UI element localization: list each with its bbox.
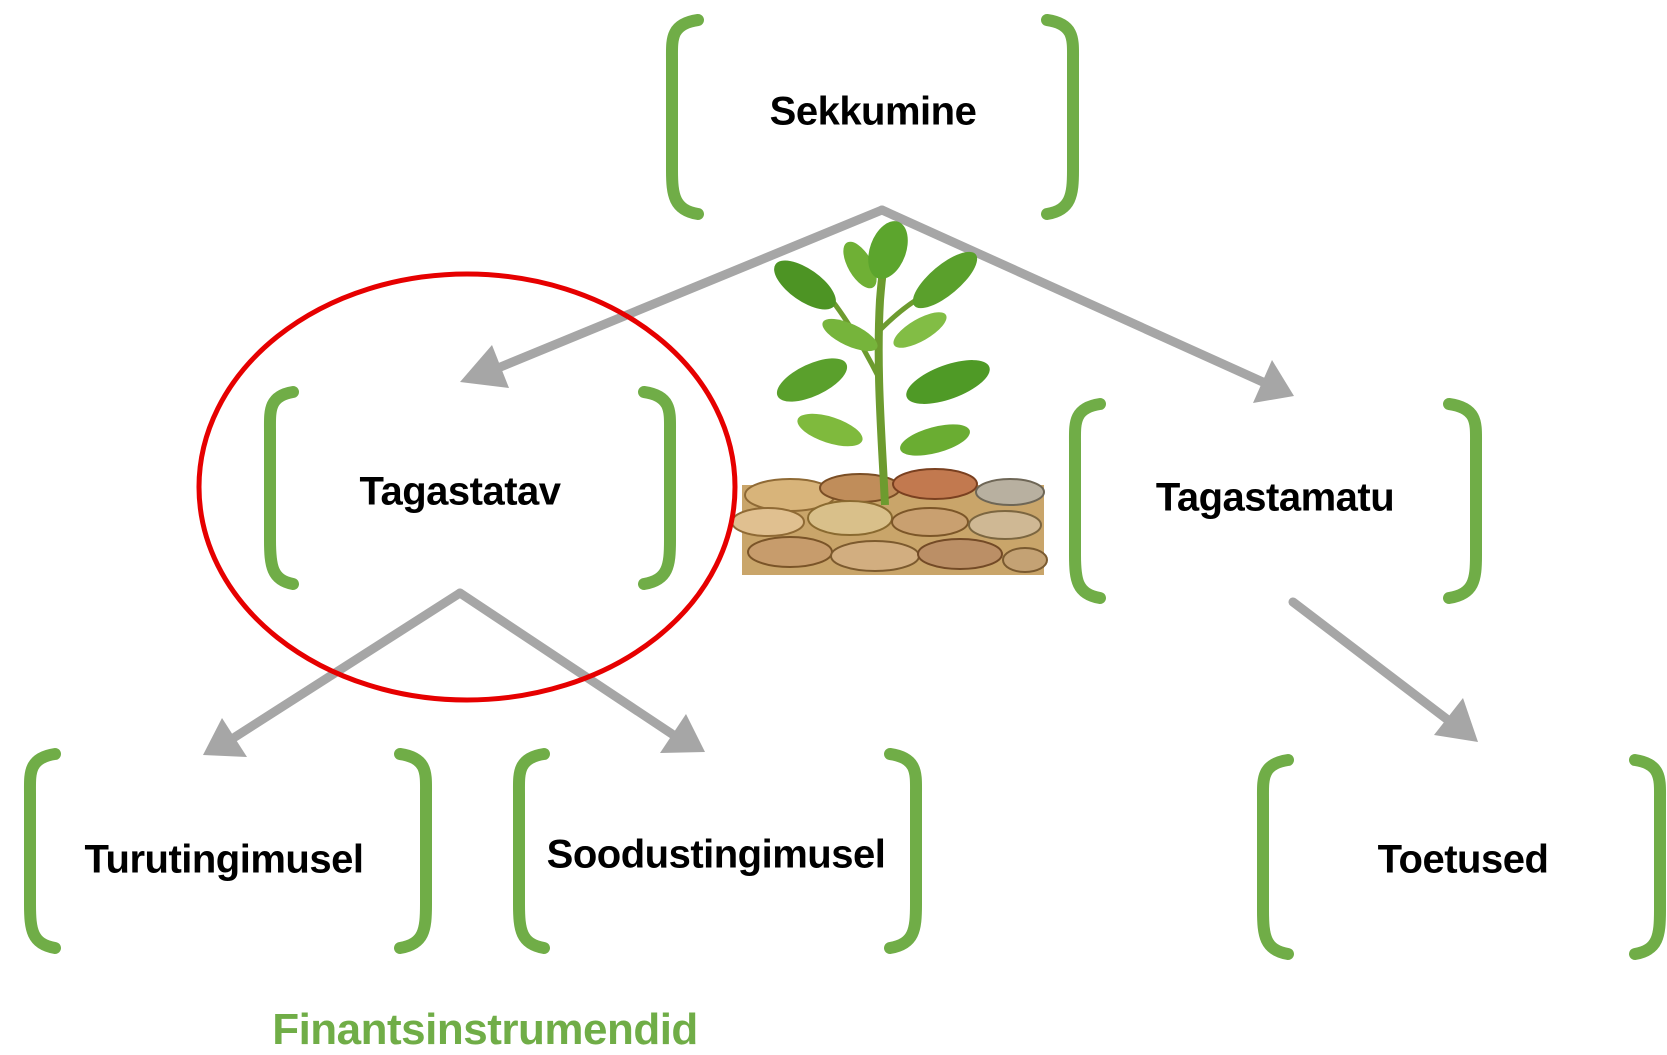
- bracket-child3-left: [1256, 754, 1294, 960]
- bracket-child1-left: [23, 748, 61, 954]
- plant-coins-image: [731, 221, 1048, 575]
- arrowhead-right-to-child: [1434, 698, 1478, 742]
- bracket-child2-left: [512, 748, 550, 954]
- bracket-right-left: [1068, 398, 1106, 604]
- arrows: [203, 205, 1478, 757]
- node-left-child-2-label: Soodustingimusel: [546, 832, 886, 877]
- node-right-child-label: Toetused: [1377, 837, 1549, 882]
- arrowhead-left-to-child1: [203, 718, 247, 757]
- bracket-child3-right: [1629, 754, 1667, 960]
- arrowhead-root-to-left: [460, 345, 509, 388]
- coins: [731, 468, 1048, 575]
- node-left-child-1-label: Turutingimusel: [84, 837, 364, 882]
- arrow-left-to-child2: [455, 588, 677, 739]
- bracket-right-right: [1443, 398, 1483, 604]
- arrow-root-to-left: [493, 205, 887, 373]
- arrowhead-left-to-child2: [660, 714, 705, 753]
- node-root-label: Sekkumine: [769, 89, 977, 134]
- highlight-ellipse: [196, 271, 738, 703]
- arrow-root-to-right: [877, 205, 1270, 388]
- bracket-left-right: [638, 386, 677, 590]
- arrowhead-root-to-right: [1253, 360, 1294, 403]
- node-left-label: Tagastatav: [359, 469, 561, 514]
- bracket-child2-right: [884, 748, 923, 954]
- bracket-root-left: [665, 14, 704, 220]
- caption-label: Finantsinstrumendid: [272, 1005, 698, 1054]
- bracket-child1-right: [394, 748, 433, 954]
- plant: [774, 221, 990, 506]
- node-right-label: Tagastamatu: [1155, 475, 1395, 520]
- arrow-right-to-child: [1288, 597, 1453, 725]
- bracket-root-right: [1041, 14, 1080, 220]
- arrow-left-to-child1: [230, 588, 465, 742]
- bracket-left-left: [263, 386, 299, 590]
